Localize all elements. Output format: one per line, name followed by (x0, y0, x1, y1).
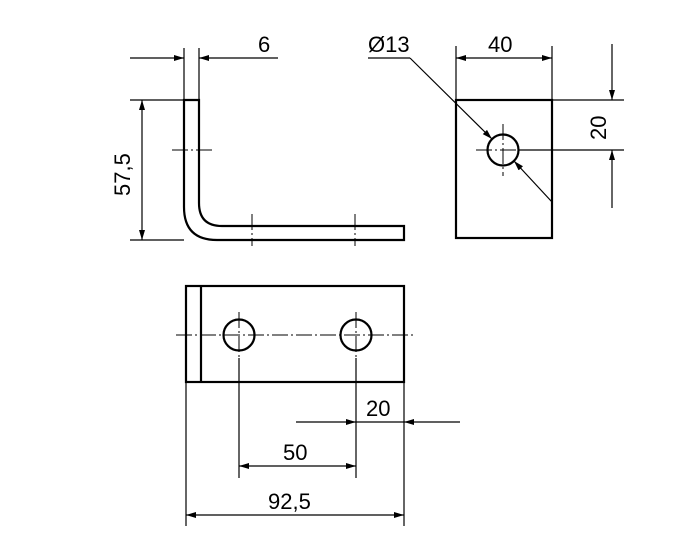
dimension-text-hole-spacing: 50 (283, 440, 307, 465)
dimension-hole-offset-edge: 20 (296, 396, 460, 425)
dimension-height: 57,5 (110, 99, 184, 241)
dimension-hole-offset-vertical: 20 (518, 44, 624, 208)
dimension-plate-width: 40 (455, 32, 553, 100)
plate-outline (454, 98, 554, 240)
dimension-text-total-length: 92,5 (268, 489, 311, 514)
dimension-hole-spacing: 50 (239, 440, 356, 469)
front-view: 6 57,5 (110, 32, 406, 246)
bracket-profile (182, 98, 406, 242)
top-view: 20 50 92,5 (176, 284, 460, 526)
dimension-text-hole-diameter: Ø13 (368, 32, 410, 57)
dimension-total-length: 92,5 (186, 489, 404, 518)
dimension-text-hole-offset-edge: 20 (366, 396, 390, 421)
dimension-text-height: 57,5 (110, 153, 135, 196)
side-view: Ø13 40 20 (368, 32, 624, 240)
flange-outline (184, 284, 406, 384)
dimension-text-plate-width: 40 (488, 32, 512, 57)
dimension-text-thickness: 6 (258, 32, 270, 57)
dimension-hole-diameter: Ø13 (368, 32, 553, 203)
dimension-text-hole-offset-vertical: 20 (586, 116, 611, 140)
dimension-thickness: 6 (130, 32, 278, 100)
